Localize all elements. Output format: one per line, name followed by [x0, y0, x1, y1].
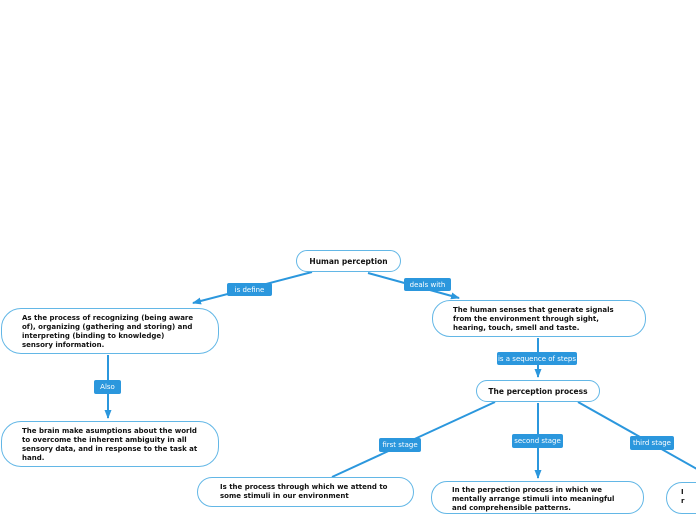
- node-first-stage-attend[interactable]: Is the process through which we attend t…: [197, 477, 414, 507]
- node-definition[interactable]: As the process of recognizing (being awa…: [1, 308, 219, 354]
- edge-label-third-stage[interactable]: third stage: [630, 436, 674, 450]
- edge-label-is-define[interactable]: is define: [227, 283, 272, 296]
- edge-label-deals-with[interactable]: deals with: [404, 278, 451, 291]
- node-human-perception[interactable]: Human perception: [296, 250, 401, 272]
- edge-label-also[interactable]: Also: [94, 380, 121, 394]
- node-perception-process[interactable]: The perception process: [476, 380, 600, 402]
- edge-label-is-a-sequence-of-steps[interactable]: is a sequence of steps: [497, 352, 577, 365]
- edge-label-second-stage[interactable]: second stage: [512, 434, 563, 448]
- edge-label-first-stage[interactable]: first stage: [379, 438, 421, 452]
- node-brain-assumptions[interactable]: The brain make asumptions about the worl…: [1, 421, 219, 467]
